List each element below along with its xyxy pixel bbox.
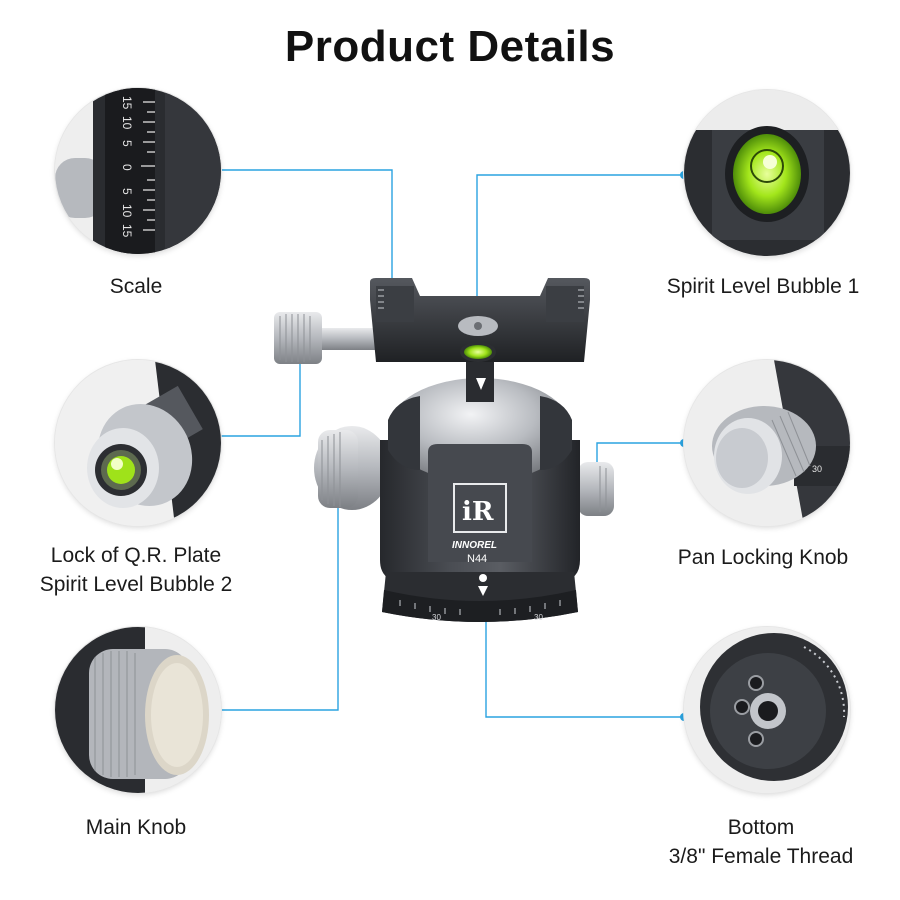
index-dot [479,574,487,582]
main-knob [314,426,390,510]
lock-of-qr-plate [274,312,376,364]
model-number: N44 [467,553,487,565]
connector-dot [388,296,396,304]
main-knob-detail-photo [55,627,221,793]
spirit-level-bubble-1-label-text: Spirit Level Bubble 1 [666,275,860,298]
pan-scale-mark: 30 [812,464,822,474]
connector-lock-plate [214,341,301,437]
main-knob-label: Main Knob [36,813,236,842]
scale-label-text: Scale [109,275,163,298]
lock-of-qr-plate-detail-photo [55,360,221,526]
scale-mark: 10 [120,116,134,130]
base-scale-label-left: 30 [432,613,441,622]
pan-locking-knob-detail-photo: 30 [684,360,850,526]
lock-of-qr-plate-label-line1: Lock of Q.R. Plate [50,544,222,567]
scale-mark: 5 [120,140,134,147]
connector-dot [593,486,601,494]
connector-pan-knob [596,442,684,490]
scale-detail-photo: 15 10 5 0 5 10 15 [55,88,221,254]
bottom-label-line1: Bottom [727,816,795,839]
brand-logo: iR [462,497,494,527]
index-arrow [478,586,488,596]
pan-locking-knob-label-text: Pan Locking Knob [677,546,849,569]
spirit-level-bubble-1-label: Spirit Level Bubble 1 [640,272,886,301]
connector-dot [473,351,481,359]
connector-bubble-1 [476,174,684,355]
scale-mark: 15 [120,96,134,110]
connector-dot [296,337,304,345]
bottom-detail-photo [684,627,850,793]
brand-name: INNOREL [452,540,497,551]
main-knob-label-text: Main Knob [85,816,187,839]
connector-bottom [485,616,684,718]
scale-mark: 0 [120,164,134,171]
connector-scale [214,169,393,300]
connector-dot [482,612,490,620]
lock-of-qr-plate-label: Lock of Q.R. Plate Spirit Level Bubble 2 [16,541,256,599]
pan-locking-knob-label: Pan Locking Knob [654,543,872,572]
bottom-label: Bottom 3/8" Female Thread [650,813,872,871]
scale-label: Scale [36,272,236,301]
base-scale-label-right: 30 [534,613,543,622]
scale-mark: 5 [120,188,134,195]
bottom-label-line2: 3/8" Female Thread [668,845,854,868]
scale-mark: 10 [120,204,134,218]
spirit-level-bubble-1-vial [460,342,496,362]
scale-mark: 15 [120,224,134,238]
connector-dot [334,474,342,482]
spirit-level-bubble-1-detail-photo [684,90,850,256]
pan-locking-knob [578,462,614,516]
page-title: Product Details [284,22,616,71]
lock-of-qr-plate-label-line2: Spirit Level Bubble 2 [39,573,233,596]
clamp-arrow [476,378,486,390]
